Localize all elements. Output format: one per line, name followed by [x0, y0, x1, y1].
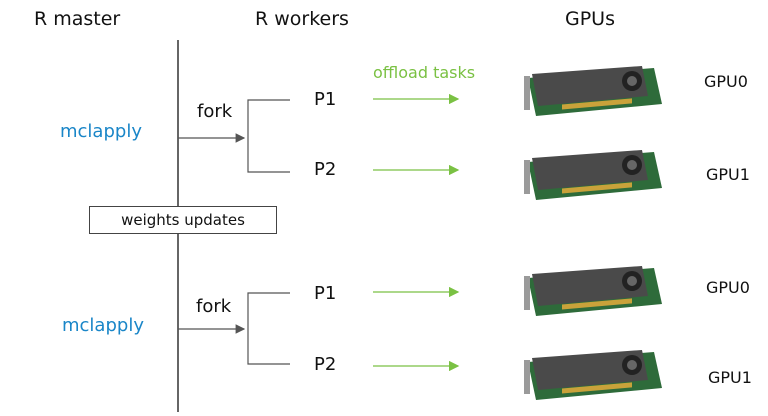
worker-p1-top: P1 [314, 89, 337, 110]
header-gpus: GPUs [565, 8, 615, 30]
fork-label-top: fork [197, 101, 233, 122]
mclapply-label-top: mclapply [60, 121, 142, 142]
gpu-label-top-a: GPU0 [704, 72, 748, 91]
gpu-label-top-b: GPU1 [706, 165, 750, 184]
gpu-card-icon [524, 266, 662, 316]
header-r-master: R master [34, 8, 121, 30]
worker-p2-bottom: P2 [314, 354, 337, 375]
gpu-card-icon [524, 66, 662, 116]
gpu-label-bottom-a: GPU0 [706, 278, 750, 297]
gpu-card-icon [524, 350, 662, 400]
fork-label-bottom: fork [196, 296, 232, 317]
offload-tasks-label: offload tasks [373, 63, 476, 82]
worker-p2-top: P2 [314, 159, 337, 180]
gpu-card-icon [524, 150, 662, 200]
worker-p1-bottom: P1 [314, 283, 337, 304]
fork-bracket-bottom [247, 292, 290, 365]
weights-updates-label: weights updates [121, 211, 245, 229]
weights-updates-box: weights updates [89, 206, 277, 234]
header-r-workers: R workers [255, 8, 349, 30]
fork-bracket-top [247, 99, 290, 173]
gpu-label-bottom-b: GPU1 [708, 368, 752, 387]
mclapply-label-bottom: mclapply [62, 315, 144, 336]
